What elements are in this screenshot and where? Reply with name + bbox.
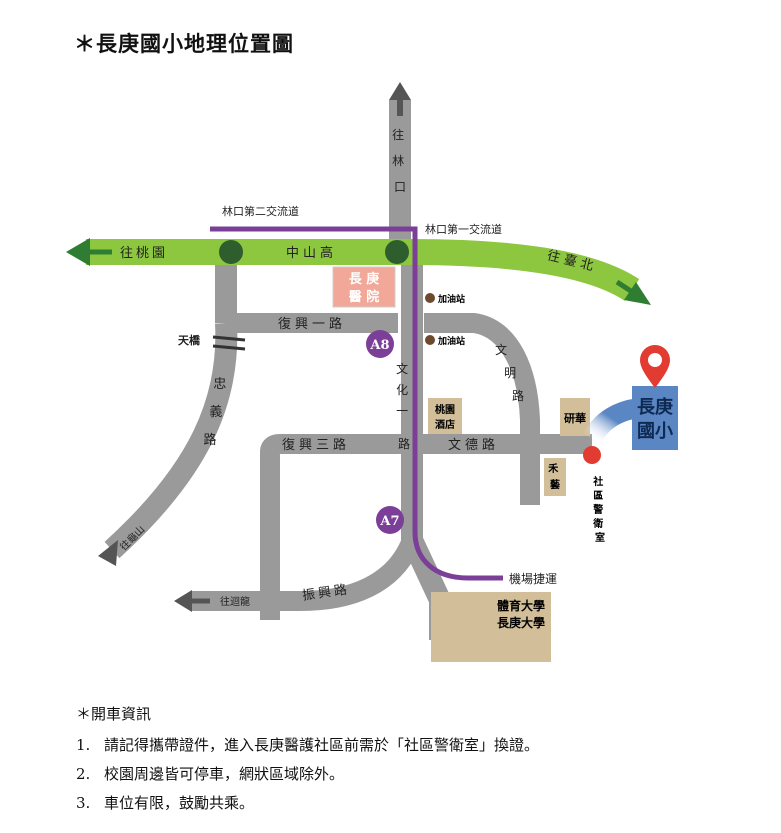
location-map: 長 庚 醫 院 加油站 加油站 A8 A7 桃園 酒店 研華 禾 藝 體育大學 … — [66, 82, 678, 662]
label-zhongyi: 忠 義 路 — [203, 377, 230, 448]
arrow-left-green-icon — [66, 238, 90, 266]
hospital-label-2: 醫 院 — [349, 289, 380, 305]
university-label-2: 長庚大學 — [497, 615, 545, 630]
label-fuxing-3rd: 復興三路 — [282, 437, 350, 453]
arrow-down-left-icon — [98, 540, 118, 566]
yanhua-box — [560, 398, 590, 436]
school-label-1: 長庚 — [637, 396, 673, 418]
highway-zhongshan — [86, 239, 640, 302]
label-skybridge: 天橋 — [178, 333, 201, 347]
label-zhenxing: 振興路 — [301, 581, 351, 604]
label-airport-mrt: 機場捷運 — [509, 571, 557, 586]
school-box — [632, 386, 678, 450]
label-wenhua-1st: 文 化 一 路 — [396, 361, 412, 451]
gas-station-icon — [425, 335, 435, 345]
label-wende: 文德路 — [448, 437, 499, 453]
interchange-linkou-1 — [385, 240, 409, 264]
location-pin-icon — [640, 345, 670, 388]
page-title: ＊長庚國小地理位置圖 — [74, 31, 294, 56]
gas-station-2-label: 加油站 — [437, 335, 465, 347]
security-office-label: 社 區 警 衛 室 — [592, 475, 606, 544]
hotel-label-2: 酒店 — [435, 418, 455, 431]
label-linkou-first-interchange: 林口第一交流道 — [425, 222, 502, 236]
hospital-label-1: 長 庚 — [349, 271, 380, 287]
road-wenming — [424, 313, 540, 505]
list-item: 1.請記得攜帶證件，進入長庚醫護社區前需於「社區警衛室」換證。 — [76, 736, 540, 754]
university-box — [431, 592, 551, 662]
heyi-box — [544, 458, 566, 496]
school-label-2: 國小 — [637, 421, 673, 442]
yanhua-label: 研華 — [564, 411, 586, 425]
label-wenming: 文 明 路 — [495, 342, 524, 403]
label-to-linkou: 往 林 口 — [392, 127, 408, 194]
skybridge-icon — [212, 335, 246, 351]
driving-info-list: 1.請記得攜帶證件，進入長庚醫護社區前需於「社區警衛室」換證。 2.校園周邊皆可… — [76, 731, 766, 818]
road-zhenxing — [192, 536, 422, 611]
hotel-box — [428, 398, 462, 434]
station-a8-label: A8 — [369, 338, 389, 353]
gas-station-icon — [425, 293, 435, 303]
arrow-up-icon — [389, 82, 411, 100]
security-office-marker — [583, 446, 601, 464]
university-label-1: 體育大學 — [497, 598, 545, 613]
driving-info: ＊開車資訊 1.請記得攜帶證件，進入長庚醫護社區前需於「社區警衛室」換證。 2.… — [76, 700, 766, 818]
gas-station-1-label: 加油站 — [437, 293, 465, 305]
hospital-box — [332, 266, 396, 308]
label-linkou-second-interchange: 林口第二交流道 — [222, 204, 299, 218]
station-a7-label: A7 — [379, 514, 399, 529]
interchange-linkou-2 — [219, 240, 243, 264]
station-a8 — [366, 330, 394, 358]
list-item: 3.車位有限，鼓勵共乘。 — [76, 794, 255, 812]
road-zhongyi — [104, 322, 238, 559]
list-item: 2.校園周邊皆可停車，網狀區域除外。 — [76, 765, 345, 783]
hotel-label-1: 桃園 — [435, 403, 455, 416]
driving-info-title: ＊開車資訊 — [76, 705, 152, 723]
mrt-airport-line — [210, 226, 503, 581]
label-fuxing-1st: 復興一路 — [278, 316, 346, 332]
station-a7 — [376, 506, 404, 534]
road-fuxing-3rd-wende — [260, 434, 592, 620]
label-to-taoyuan: 往桃園 — [120, 246, 168, 261]
heyi-label: 禾 藝 — [548, 462, 561, 491]
label-to-huilong: 往迴龍 — [220, 595, 250, 608]
arrow-left-icon — [174, 590, 192, 612]
label-zhongshan-highway: 中山高 — [286, 245, 337, 261]
